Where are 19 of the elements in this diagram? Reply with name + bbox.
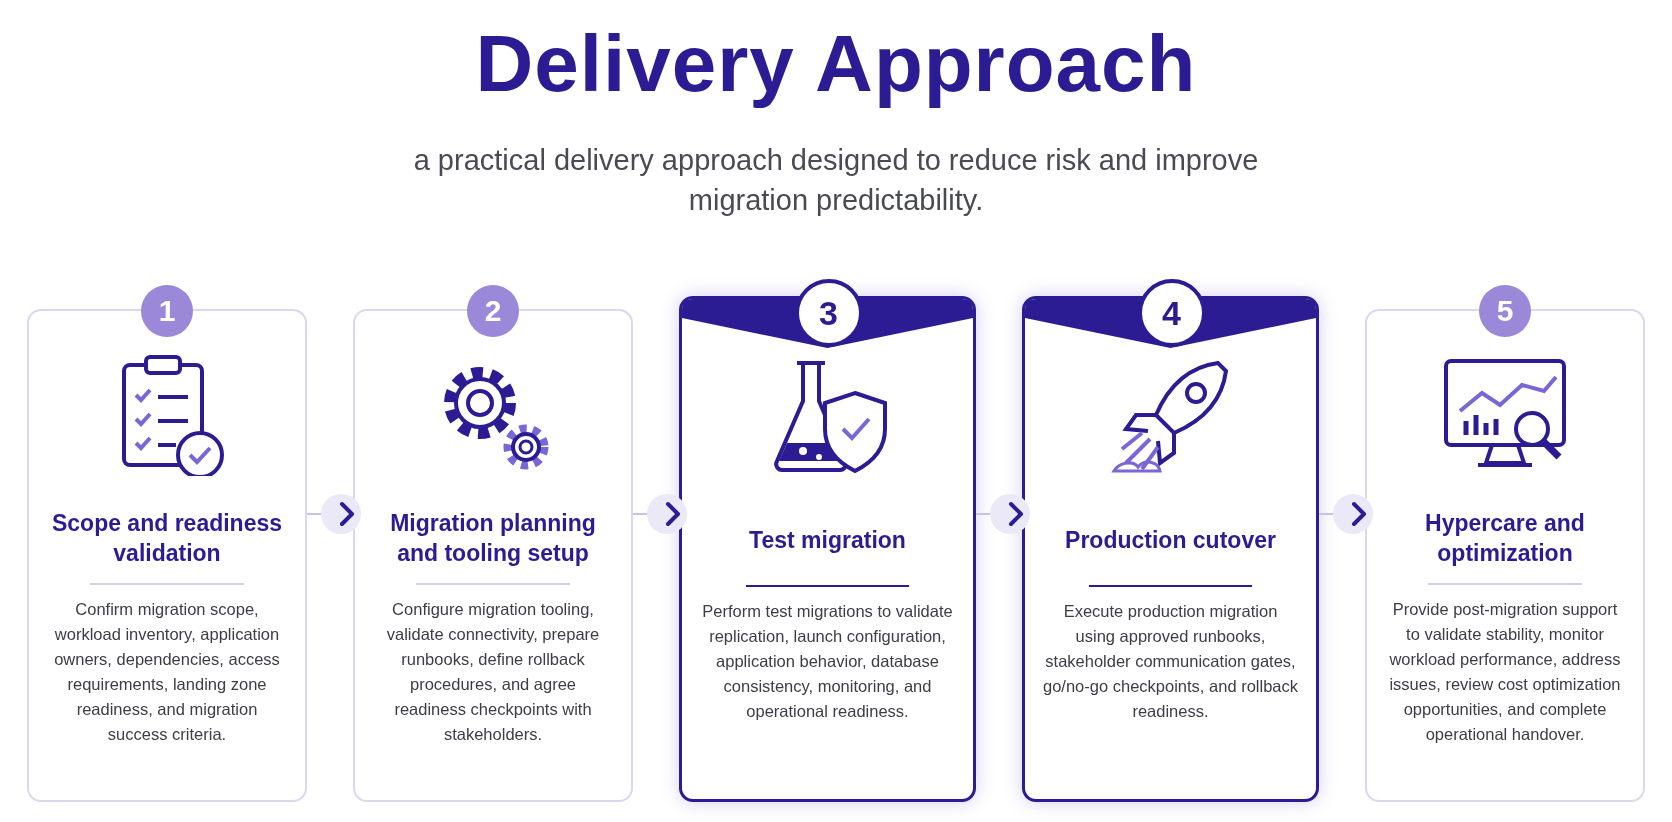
step-description: Configure migration tooling, validate connectivity, prepare runbooks, define rollback procedures, and agree readiness checkpoints with stakeholders.	[385, 599, 601, 745]
step-number-badge: 5	[1479, 285, 1531, 337]
step-description: Provide post-migration support to validate stability, monitor workload performance, address issues, review cost optimization opportunities, and complete operational handover.	[1388, 599, 1622, 745]
step-heading: Scope and readiness validation	[50, 509, 284, 568]
step-heading: Migration planning and tooling setup	[389, 509, 597, 568]
step-number-badge: 1	[141, 285, 193, 337]
chevron-arrow	[306, 494, 361, 534]
step-description: Confirm migration scope, workload inventory, application owners, dependencies, access requirements, landing zone readiness, and migration success criteria.	[53, 599, 281, 745]
step-heading: Test migration	[749, 526, 906, 555]
chevron-arrow	[975, 494, 1030, 534]
step-description: Perform test migrations to validate replication, launch configuration, application behavior, database consistency, monitoring, and operational readiness.	[701, 601, 954, 722]
chevron-arrow	[1318, 494, 1373, 534]
step-heading: Production cutover	[1065, 526, 1276, 555]
step-number-badge: 2	[467, 285, 519, 337]
step-description: Execute production migration using approved runbooks, stakeholder communication gates, go/no-go checkpoints, and rollback readiness.	[1043, 601, 1298, 722]
chevron-arrow	[632, 494, 687, 534]
subtitle: a practical delivery approach designed to reduce risk and improve migration predictability.	[412, 143, 1260, 218]
step-heading: Hypercare and optimization	[1424, 509, 1586, 568]
page-title: Delivery Approach	[475, 18, 1197, 110]
